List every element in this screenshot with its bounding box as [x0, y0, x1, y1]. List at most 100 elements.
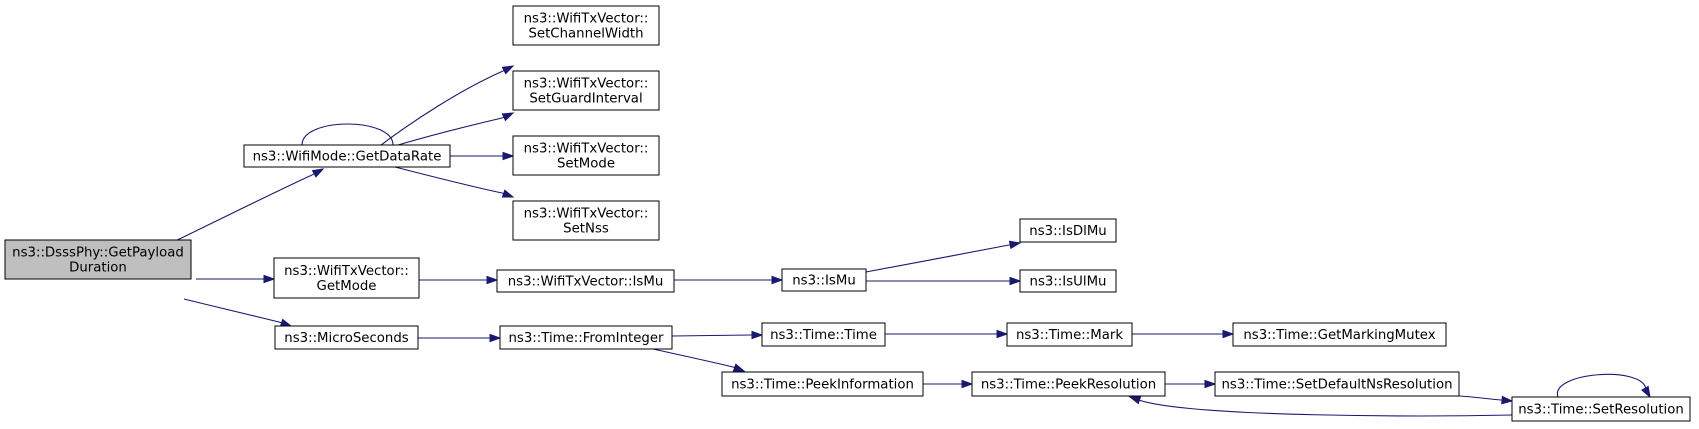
call-edge-n0-to-n11: [183, 298, 293, 327]
node-box: [1006, 322, 1133, 347]
call-edge-n16-to-n17: [923, 379, 974, 389]
function-node-n18[interactable]: ns3::Time::SetDefaultNsResolution: [1214, 371, 1460, 397]
arrowhead: [501, 189, 515, 198]
node-box: [781, 268, 867, 292]
node-box: [721, 371, 924, 397]
arrowhead: [1009, 276, 1022, 286]
node-label: SetGuardInterval: [529, 92, 642, 107]
node-box: [761, 322, 886, 347]
function-node-n4[interactable]: ns3::WifiTxVector::SetMode: [512, 135, 660, 176]
function-node-n2[interactable]: ns3::WifiTxVector::SetChannelWidth: [512, 5, 660, 46]
function-node-n9[interactable]: ns3::IsDlMu: [1019, 218, 1117, 243]
node-box: [512, 70, 660, 111]
node-box: [1214, 371, 1460, 397]
arrowhead: [961, 379, 974, 389]
call-edge-n8-to-n9: [865, 240, 1022, 273]
node-label: SetNss: [563, 222, 609, 237]
edge-line: [397, 117, 503, 146]
node-label: ns3::WifiTxVector::: [524, 12, 649, 27]
node-box: [496, 269, 675, 293]
call-edge-n1-to-n5: [394, 166, 515, 198]
node-box: [4, 239, 192, 280]
node-label: ns3::WifiTxVector::: [524, 207, 649, 222]
function-node-n10[interactable]: ns3::IsUlMu: [1019, 269, 1117, 293]
node-box: [1019, 218, 1117, 243]
arrowhead: [486, 275, 499, 285]
arrowhead: [1501, 395, 1514, 405]
node-label: ns3::WifiMode::GetDataRate: [253, 150, 442, 165]
node-box: [1019, 269, 1117, 293]
edge-line: [865, 244, 1010, 273]
function-node-n6[interactable]: ns3::WifiTxVector::GetMode: [273, 257, 420, 299]
node-label: SetChannelWidth: [528, 27, 643, 42]
edge-line: [1557, 373, 1647, 398]
node-label: ns3::Time::PeekResolution: [981, 378, 1156, 393]
edge-line: [1141, 400, 1513, 417]
node-label: ns3::WifiTxVector::: [524, 142, 649, 157]
function-node-n13[interactable]: ns3::Time::Time: [761, 322, 886, 347]
call-edge-n13-to-n14: [885, 329, 1009, 339]
edge-line-tail: [278, 321, 282, 324]
node-box: [273, 257, 420, 299]
node-label: Duration: [69, 261, 127, 276]
call-edge-n19-to-n17: [1128, 396, 1513, 417]
function-node-n17[interactable]: ns3::Time::PeekResolution: [971, 371, 1166, 397]
arrowhead: [771, 275, 784, 285]
node-label: ns3::Time::SetDefaultNsResolution: [1221, 378, 1452, 393]
node-label: ns3::IsMu: [792, 274, 856, 289]
call-edge-n1-to-n2: [380, 65, 515, 146]
function-node-n7[interactable]: ns3::WifiTxVector::IsMu: [496, 269, 675, 293]
edge-line: [652, 348, 734, 368]
arrowhead: [502, 151, 515, 161]
node-label: ns3::Time::PeekInformation: [731, 378, 914, 393]
call-edge-n19-to-n19: [1557, 373, 1651, 399]
call-edge-n17-to-n18: [1165, 379, 1217, 389]
function-node-n14[interactable]: ns3::Time::Mark: [1006, 322, 1133, 347]
function-node-n19[interactable]: ns3::Time::SetResolution: [1511, 396, 1691, 422]
call-edge-n12-to-n13: [671, 330, 764, 340]
node-label: ns3::WifiTxVector::IsMu: [508, 275, 664, 290]
arrowhead: [1222, 329, 1235, 339]
node-label: GetMode: [317, 279, 377, 294]
arrowhead: [263, 274, 276, 284]
call-edge-n0-to-n6: [196, 274, 276, 284]
call-edge-n6-to-n7: [419, 275, 499, 285]
function-node-n3[interactable]: ns3::WifiTxVector::SetGuardInterval: [512, 70, 660, 111]
node-label: ns3::Time::GetMarkingMutex: [1243, 328, 1435, 343]
function-node-n8[interactable]: ns3::IsMu: [781, 268, 867, 292]
arrowhead: [501, 65, 515, 75]
arrowhead: [1128, 396, 1142, 405]
call-edge-n1-to-n1: [301, 123, 394, 146]
node-box: [512, 5, 660, 46]
function-node-n11[interactable]: ns3::MicroSeconds: [274, 325, 419, 350]
call-edge-n12-to-n16: [652, 348, 746, 372]
arrowhead: [732, 363, 746, 372]
arrowhead: [1008, 240, 1022, 250]
arrowhead: [489, 333, 502, 343]
arrowhead: [1204, 379, 1217, 389]
function-node-n12[interactable]: ns3::Time::FromInteger: [499, 325, 673, 350]
node-box: [971, 371, 1166, 397]
node-label: ns3::Time::Mark: [1016, 328, 1123, 343]
node-label: ns3::IsDlMu: [1029, 224, 1106, 239]
node-label: ns3::WifiTxVector::: [284, 264, 409, 279]
node-label: ns3::DsssPhy::GetPayload: [12, 246, 184, 261]
function-node-n15[interactable]: ns3::Time::GetMarkingMutex: [1232, 322, 1447, 347]
call-edge-n11-to-n12: [418, 333, 502, 343]
node-label: ns3::Time::Time: [770, 328, 877, 343]
function-node-n16[interactable]: ns3::Time::PeekInformation: [721, 371, 924, 397]
call-edge-n1-to-n3: [397, 112, 515, 146]
function-node-n5[interactable]: ns3::WifiTxVector::SetNss: [512, 200, 660, 241]
call-edge-n7-to-n8: [674, 275, 784, 285]
arrowhead: [501, 112, 515, 122]
call-edge-n1-to-n4: [450, 151, 515, 161]
edges-layer: [139, 65, 1651, 417]
function-node-n1[interactable]: ns3::WifiMode::GetDataRate: [243, 144, 451, 168]
node-box: [243, 144, 451, 168]
edge-line-tail: [1139, 399, 1143, 402]
arrowhead: [751, 330, 764, 340]
node-label: ns3::WifiTxVector::: [524, 77, 649, 92]
arrowhead: [311, 168, 325, 178]
